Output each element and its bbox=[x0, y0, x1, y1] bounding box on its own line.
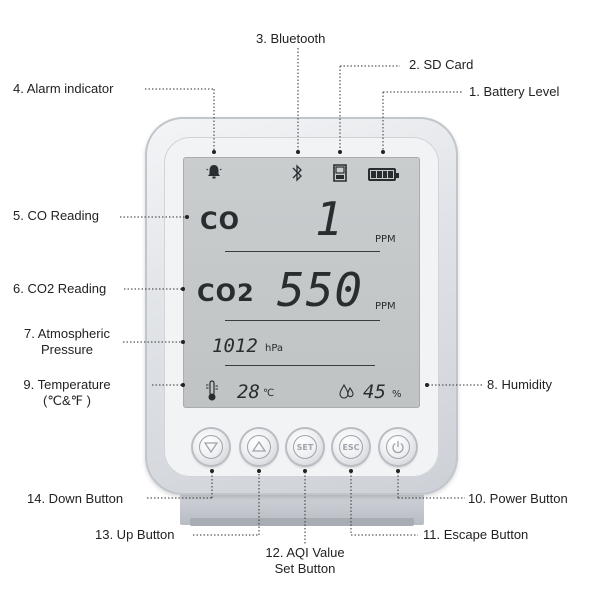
down-button[interactable] bbox=[193, 429, 229, 465]
escape-button-label: ESC bbox=[339, 435, 363, 459]
callout-set-line1: 12. AQI Value bbox=[265, 545, 345, 560]
thermometer-icon bbox=[205, 380, 219, 402]
humidity-value: 45 bbox=[363, 381, 386, 403]
callout-co: 5. CO Reading bbox=[13, 208, 99, 223]
co2-value: 550 bbox=[277, 263, 364, 317]
callout-pressure-line1: 7. Atmospheric bbox=[24, 326, 110, 341]
co2-label: CO2 bbox=[197, 279, 255, 307]
temperature-value: 28 bbox=[237, 381, 260, 403]
pressure-divider bbox=[225, 365, 375, 366]
co-unit: PPM bbox=[375, 234, 396, 245]
co-divider bbox=[225, 251, 380, 252]
callout-set: 12. AQI Value Set Button bbox=[255, 545, 355, 577]
sd-card-icon bbox=[333, 164, 347, 182]
battery-bar bbox=[371, 171, 376, 178]
callout-bluetooth: 3. Bluetooth bbox=[256, 31, 326, 46]
battery-bar bbox=[388, 171, 393, 178]
callout-humidity: 8. Humidity bbox=[487, 377, 553, 392]
callout-down: 14. Down Button bbox=[27, 491, 124, 506]
callout-set-line2: Set Button bbox=[274, 561, 336, 576]
up-button[interactable] bbox=[241, 429, 277, 465]
co2-divider bbox=[225, 320, 380, 321]
temperature-unit: ℃ bbox=[263, 388, 275, 399]
battery-icon bbox=[368, 168, 399, 181]
power-icon bbox=[392, 441, 404, 454]
battery-bar bbox=[376, 171, 382, 178]
triangle-down-icon bbox=[204, 442, 218, 453]
callout-temperature-line2: (℃&℉ ) bbox=[43, 393, 91, 408]
set-button[interactable]: SET bbox=[287, 429, 323, 465]
humidity-unit: % bbox=[392, 389, 402, 400]
escape-button[interactable]: ESC bbox=[333, 429, 369, 465]
callout-escape: 11. Escape Button bbox=[423, 527, 529, 542]
device-stand-base bbox=[190, 518, 414, 526]
triangle-up-icon bbox=[252, 441, 266, 452]
droplet-icon bbox=[338, 382, 356, 400]
set-button-label: SET bbox=[293, 435, 317, 459]
callout-temperature: 9. Temperature (℃&℉ ) bbox=[13, 377, 121, 409]
battery-bar bbox=[382, 171, 388, 178]
bluetooth-icon bbox=[291, 163, 303, 183]
callout-pressure-line2: Pressure bbox=[40, 342, 94, 357]
callout-power: 10. Power Button bbox=[468, 491, 568, 506]
callout-co2: 6. CO2 Reading bbox=[13, 281, 107, 296]
bell-icon bbox=[205, 163, 223, 181]
power-button[interactable] bbox=[380, 429, 416, 465]
callout-alarm: 4. Alarm indicator bbox=[13, 81, 114, 96]
callout-pressure: 7. Atmospheric Pressure bbox=[13, 326, 121, 358]
callout-sd-card: 2. SD Card bbox=[409, 57, 474, 72]
callout-battery: 1. Battery Level bbox=[469, 84, 560, 99]
callout-up: 13. Up Button bbox=[95, 527, 175, 542]
co2-unit: PPM bbox=[375, 301, 396, 312]
co-value: 1 bbox=[315, 192, 343, 246]
pressure-unit: hPa bbox=[265, 343, 284, 354]
lcd-screen bbox=[183, 157, 420, 408]
pressure-value: 1012 bbox=[212, 335, 258, 357]
callout-temperature-line1: 9. Temperature bbox=[23, 377, 111, 392]
co-label: CO bbox=[200, 207, 241, 235]
